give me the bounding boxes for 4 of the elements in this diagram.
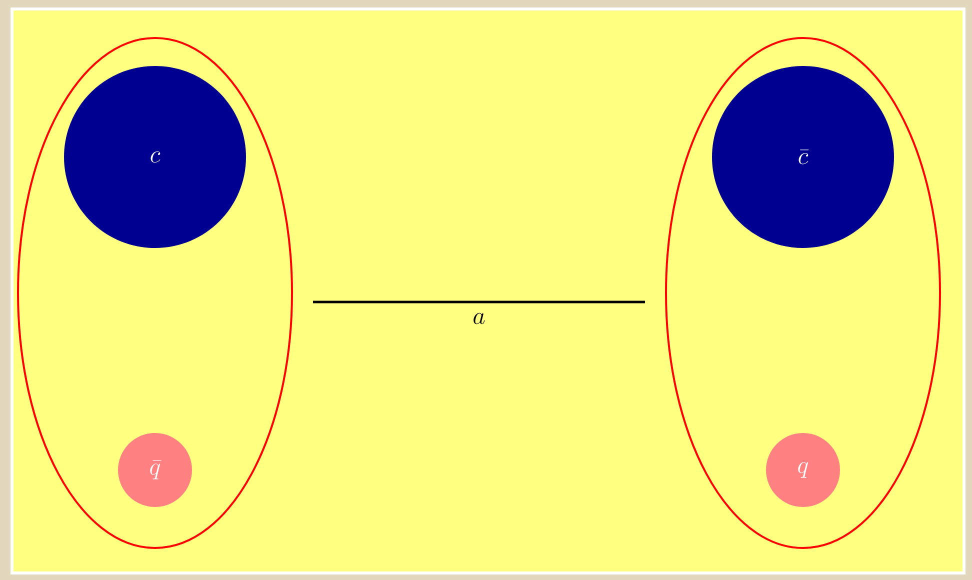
connecting-line <box>313 300 645 304</box>
ellipse-outline <box>17 37 293 549</box>
edge-label: $a$ <box>472 312 486 325</box>
ellipse-outline <box>665 37 941 549</box>
